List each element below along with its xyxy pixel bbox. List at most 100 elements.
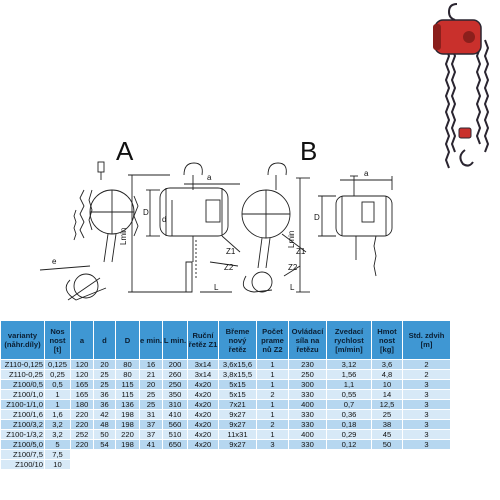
- table-cell: Z100/3,2: [0, 419, 45, 430]
- table-cell: 510: [162, 429, 188, 440]
- table-cell: 36: [93, 389, 116, 400]
- table-cell: 4x20: [187, 439, 219, 450]
- header-lift-speed: Zvedací rychlost [m/min]: [326, 320, 372, 360]
- table-cell: 4,8: [371, 369, 403, 380]
- table-cell: 410: [162, 409, 188, 420]
- dim-b-z1: Z1: [296, 247, 306, 256]
- table-cell: 50: [93, 429, 116, 440]
- dim-a-e: e: [52, 257, 57, 266]
- table-cell: 3: [402, 389, 451, 400]
- table-cell: 120: [70, 359, 94, 370]
- table-cell: [93, 459, 116, 470]
- table-cell: 220: [70, 419, 94, 430]
- table-cell: 12,5: [371, 399, 403, 410]
- header-hand-chain: Ruční řetěz Z1: [187, 320, 219, 360]
- header-strands: Počet prame nů Z2: [256, 320, 289, 360]
- table-cell: 0,36: [326, 409, 372, 420]
- table-cell: 9x27: [218, 409, 257, 420]
- table-cell: [402, 459, 451, 470]
- header-weight: Hmot nost [kg]: [371, 320, 403, 360]
- table-cell: 1: [256, 409, 289, 420]
- table-cell: [218, 459, 257, 470]
- table-cell: Z100-1/1,0: [0, 399, 45, 410]
- dim-a-lmin: Lmin: [119, 228, 128, 245]
- table-cell: 14: [371, 389, 403, 400]
- table-cell: [115, 459, 140, 470]
- table-cell: 4x20: [187, 399, 219, 410]
- table-cell: 2: [256, 389, 289, 400]
- header-load-chain: Břeme nový řetěz: [218, 320, 257, 360]
- table-cell: 10: [44, 459, 71, 470]
- table-cell: 330: [288, 389, 327, 400]
- table-cell: 38: [371, 419, 403, 430]
- table-cell: 0,5: [44, 379, 71, 390]
- table-cell: 0,125: [44, 359, 71, 370]
- table-cell: 48: [93, 419, 116, 430]
- table-cell: 2: [402, 359, 451, 370]
- dim-a-z2: Z2: [224, 263, 234, 272]
- table-cell: 198: [115, 439, 140, 450]
- table-cell: 230: [288, 359, 327, 370]
- dim-b-z2: Z2: [288, 263, 298, 272]
- table-cell: [187, 449, 219, 460]
- table-cell: 5x15: [218, 389, 257, 400]
- table-cell: 3,6x15,6: [218, 359, 257, 370]
- table-cell: 1,1: [326, 379, 372, 390]
- chain-hoist-photo: [433, 3, 490, 169]
- table-cell: 3x14: [187, 369, 219, 380]
- header-l-min: L min.: [162, 320, 188, 360]
- table-cell: 31: [139, 409, 163, 420]
- table-cell: 250: [162, 379, 188, 390]
- table-cell: 4x20: [187, 419, 219, 430]
- table-cell: 330: [288, 409, 327, 420]
- table-cell: 220: [70, 439, 94, 450]
- dim-a-z1: Z1: [226, 247, 236, 256]
- table-cell: 3,6: [371, 359, 403, 370]
- table-cell: Z110-0,25: [0, 369, 45, 380]
- table-cell: 36: [93, 399, 116, 410]
- table-cell: 37: [139, 429, 163, 440]
- header-e-min: e min.: [139, 320, 163, 360]
- header-D: D: [115, 320, 140, 360]
- table-cell: 21: [139, 369, 163, 380]
- table-cell: 180: [70, 399, 94, 410]
- table-cell: Z100/0,5: [0, 379, 45, 390]
- table-cell: 25: [371, 409, 403, 420]
- table-cell: 45: [371, 429, 403, 440]
- table-cell: 37: [139, 419, 163, 430]
- table-cell: 20: [139, 379, 163, 390]
- table-cell: 400: [288, 429, 327, 440]
- table-cell: 3: [402, 439, 451, 450]
- table-cell: [218, 449, 257, 460]
- table-cell: [139, 459, 163, 470]
- dim-b-a: a: [364, 169, 369, 178]
- table-cell: [162, 449, 188, 460]
- table-cell: 1: [44, 389, 71, 400]
- table-cell: [256, 459, 289, 470]
- table-cell: 9x27: [218, 419, 257, 430]
- table-cell: 3x14: [187, 359, 219, 370]
- variant-a-drawing: [39, 161, 241, 301]
- dim-b-lmin: Lmin: [287, 231, 296, 248]
- table-cell: [371, 449, 403, 460]
- table-cell: 252: [70, 429, 94, 440]
- table-cell: Z100/1,0: [0, 389, 45, 400]
- dim-a-l: L: [214, 283, 219, 292]
- table-cell: [288, 459, 327, 470]
- table-cell: 9x27: [218, 439, 257, 450]
- table-cell: 4x20: [187, 409, 219, 420]
- table-cell: [326, 459, 372, 470]
- hoist-spec-table: varianty (nåhr.díly) Nos nost [t] a d D …: [0, 320, 451, 470]
- table-cell: 115: [115, 389, 140, 400]
- table-cell: 80: [115, 369, 140, 380]
- table-cell: 198: [115, 409, 140, 420]
- table-cell: [402, 449, 451, 460]
- table-cell: 16: [139, 359, 163, 370]
- table-cell: [115, 449, 140, 460]
- table-cell: 10: [371, 379, 403, 390]
- table-cell: 3,2: [44, 419, 71, 430]
